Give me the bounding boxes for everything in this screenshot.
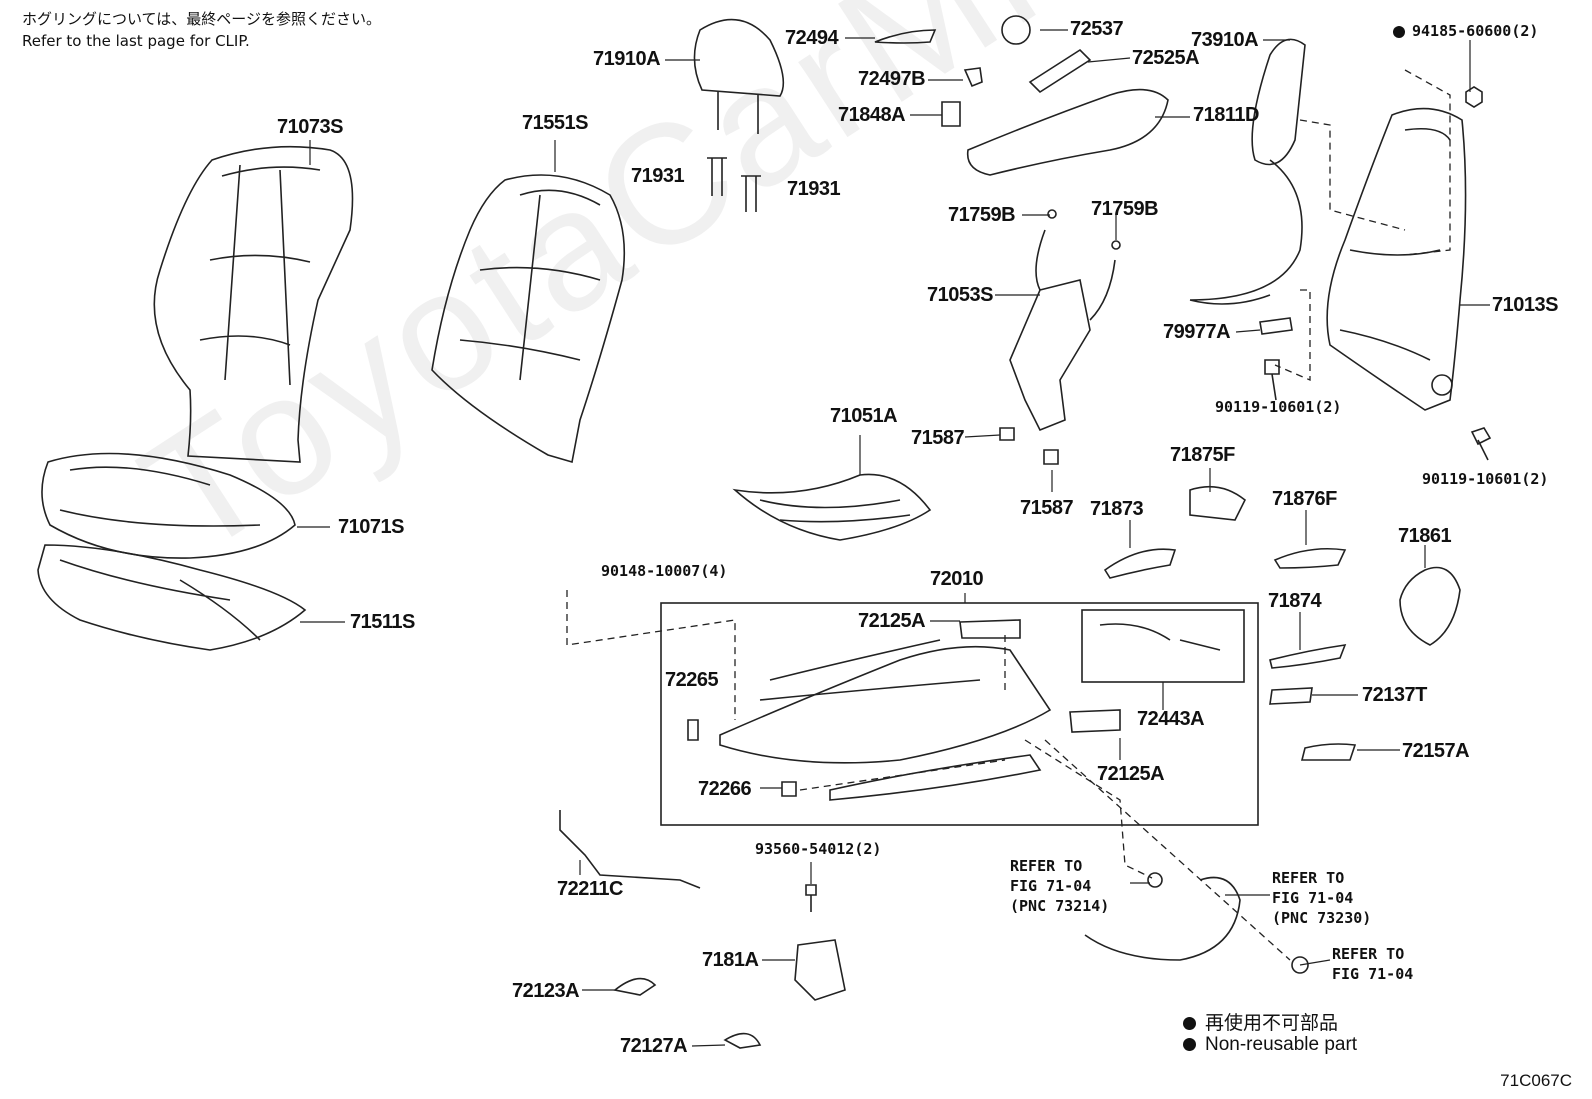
label-71073S: 71073S [277, 116, 343, 138]
label-71053S: 71053S [927, 284, 993, 306]
cushion-pad-drawing [37, 544, 307, 651]
label-71051A: 71051A [830, 405, 898, 427]
label-72127A: 72127A [620, 1035, 688, 1057]
label-72525A: 72525A [1132, 47, 1200, 69]
label-73910A: 73910A [1191, 29, 1259, 51]
refer-fig-71-04-pnc-73230: REFER TO FIG 71-04 (PNC 73230) [1272, 869, 1372, 927]
label-71013S: 71013S [1492, 294, 1558, 316]
label-72266: 72266 [698, 778, 752, 800]
label-72010: 72010 [930, 568, 984, 590]
label-71511S: 71511S [350, 611, 415, 633]
seat-back-cover-drawing [153, 145, 354, 463]
label-71931-left: 71931 [631, 165, 685, 187]
label-72125A-upper: 72125A [858, 610, 926, 632]
refer-fig-71-04-pnc-73214: REFER TO FIG 71-04 (PNC 73214) [1010, 857, 1110, 915]
label-72494: 72494 [785, 27, 839, 49]
label-72137T: 72137T [1362, 684, 1427, 706]
label-71861: 71861 [1398, 525, 1452, 547]
note-en: Refer to the last page for CLIP. [22, 32, 250, 50]
label-72157A: 72157A [1402, 740, 1470, 762]
label-71874: 71874 [1268, 590, 1322, 612]
label-71876F: 71876F [1272, 488, 1337, 510]
label-94185-60600: 94185-60600(2) [1412, 22, 1539, 40]
seat-track-assembly-box [660, 602, 1259, 826]
label-90148-10007: 90148-10007(4) [601, 562, 728, 580]
label-7181A: 7181A [702, 949, 759, 971]
non-reusable-dot-icon [1183, 1038, 1196, 1051]
harness-sub-box [1081, 609, 1245, 683]
cushion-cover-drawing [41, 452, 296, 559]
label-71587-lower: 71587 [1020, 497, 1074, 519]
legend-en: Non-reusable part [1183, 1034, 1357, 1056]
label-71587-upper: 71587 [911, 427, 965, 449]
label-93560-54012: 93560-54012(2) [755, 840, 882, 858]
note-jp: ホグリングについては、最終ページを参照ください。 [22, 10, 381, 28]
refer-fig-71-04: REFER TO FIG 71-04 [1332, 945, 1414, 983]
non-reusable-dot-icon [1183, 1017, 1196, 1030]
seat-back-pad-drawing [431, 174, 626, 464]
label-71848A: 71848A [838, 104, 906, 126]
diagram-code: 71C067C [1500, 1071, 1572, 1090]
label-71759B-left: 71759B [948, 204, 1016, 226]
label-72265: 72265 [665, 669, 719, 691]
legend-en-text: Non-reusable part [1205, 1034, 1358, 1055]
label-72537: 72537 [1070, 18, 1124, 40]
legend-jp: 再使用不可部品 [1183, 1008, 1338, 1035]
label-71759B-right: 71759B [1091, 198, 1159, 220]
label-79977A: 79977A [1163, 321, 1231, 343]
label-72125A-lower: 72125A [1097, 763, 1165, 785]
label-72497B: 72497B [858, 68, 926, 90]
label-71910A: 71910A [593, 48, 661, 70]
label-72211C: 72211C [557, 878, 623, 900]
label-90119-10601-upper: 90119-10601(2) [1215, 398, 1342, 416]
label-71551S: 71551S [522, 112, 588, 134]
label-72443A: 72443A [1137, 708, 1205, 730]
label-71071S: 71071S [338, 516, 404, 538]
label-71875F: 71875F [1170, 444, 1235, 466]
label-71873: 71873 [1090, 498, 1144, 520]
label-72123A: 72123A [512, 980, 580, 1002]
label-71811D: 71811D [1193, 104, 1259, 126]
label-90119-10601-lower: 90119-10601(2) [1422, 470, 1549, 488]
legend-jp-text: 再使用不可部品 [1205, 1013, 1339, 1034]
headrest-drawing [693, 18, 785, 134]
label-71931-right: 71931 [787, 178, 841, 200]
seat-back-frame-drawing [1326, 107, 1467, 411]
